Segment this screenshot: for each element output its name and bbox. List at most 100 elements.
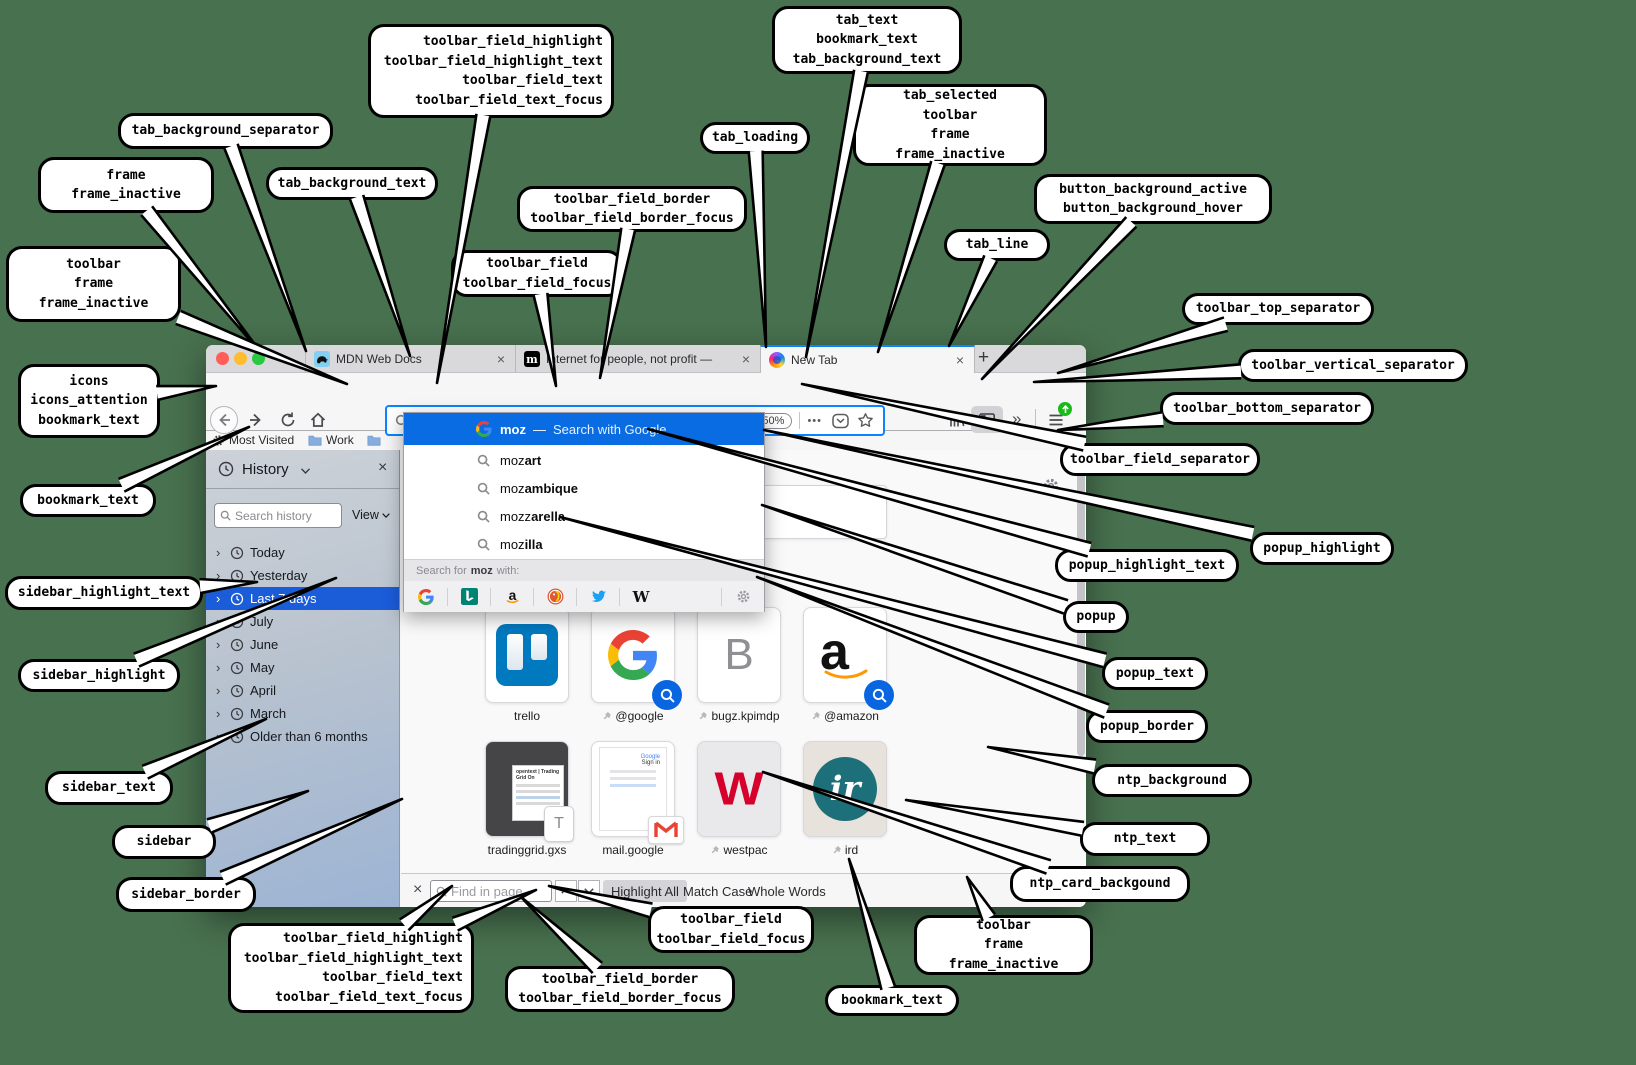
- expander-icon[interactable]: ›: [216, 614, 221, 629]
- top-site-tile[interactable]: ir: [803, 741, 887, 837]
- mozilla-m-icon: m: [524, 351, 540, 367]
- tab-close-icon[interactable]: ×: [496, 351, 505, 367]
- engine-bing-button[interactable]: [460, 588, 478, 606]
- engine-separator: [533, 587, 534, 606]
- callout-pointer: [747, 150, 768, 349]
- callout-sb-hl: sidebar_highlight: [18, 659, 180, 692]
- history-item[interactable]: ›June: [206, 633, 399, 656]
- search-icon: [660, 688, 675, 703]
- history-list: ›Today›Yesterday›Last 7 days›July›June›M…: [206, 541, 399, 748]
- search-settings-gear-icon[interactable]: [734, 588, 752, 606]
- footer-suffix: with:: [496, 564, 520, 577]
- engine-amazon-button[interactable]: a: [503, 588, 521, 606]
- callout-pointer: [947, 254, 999, 348]
- match-case-button[interactable]: Match Case: [683, 883, 753, 899]
- history-item-label: May: [250, 660, 275, 675]
- page-actions-icon[interactable]: •••: [807, 414, 822, 427]
- find-input[interactable]: Find in page: [430, 880, 552, 902]
- expander-icon[interactable]: ›: [216, 729, 221, 744]
- popup-selected-result[interactable]: moz — Search with Google: [404, 413, 764, 445]
- history-item[interactable]: › May: [206, 656, 399, 679]
- home-icon[interactable]: [309, 411, 327, 429]
- top-site-tile[interactable]: B: [697, 607, 781, 703]
- top-site-tile[interactable]: a: [803, 607, 894, 710]
- sidebar-view-button[interactable]: View: [352, 508, 390, 522]
- library-icon[interactable]: [948, 411, 966, 429]
- findbar-close-icon[interactable]: ×: [413, 881, 423, 898]
- history-clock-icon: [218, 461, 234, 477]
- expander-icon[interactable]: ›: [216, 660, 221, 675]
- forward-icon[interactable]: [247, 411, 265, 429]
- sidebar-toggle-icon[interactable]: [978, 411, 996, 429]
- callout-tab-selected: tab_selected toolbar frame frame_inactiv…: [853, 84, 1047, 166]
- callout-toolbar-br: toolbar frame frame_inactive: [914, 915, 1093, 975]
- expander-icon[interactable]: ›: [216, 637, 221, 652]
- callout-popup-highlight-text: popup_highlight_text: [1055, 549, 1239, 582]
- engine-twitter-button[interactable]: [589, 588, 607, 606]
- sidebar-close-icon[interactable]: ×: [378, 459, 388, 476]
- pin-icon: [700, 711, 708, 720]
- tab-mdn[interactable]: MDN Web Docs ×: [305, 345, 515, 373]
- history-item[interactable]: › Last 7 days: [206, 587, 399, 610]
- bookmark-folder-work[interactable]: Work: [308, 431, 354, 449]
- top-site-label: trello: [513, 709, 540, 723]
- bookmark-star-icon[interactable]: [857, 412, 874, 429]
- pocket-icon[interactable]: [832, 413, 849, 429]
- history-item[interactable]: ›Yesterday: [206, 564, 399, 587]
- tab-new-tab[interactable]: New Tab ×: [760, 345, 975, 373]
- expander-icon[interactable]: ›: [216, 706, 221, 721]
- sidebar-search-input[interactable]: Search history: [214, 503, 342, 528]
- tab-close-icon[interactable]: ×: [955, 352, 964, 368]
- traffic-light-close[interactable]: [216, 351, 229, 365]
- tab-close-icon[interactable]: ×: [741, 351, 750, 367]
- popup-suggestion[interactable]: mozambique: [404, 474, 764, 502]
- bookmark-folder[interactable]: [367, 431, 381, 449]
- back-icon[interactable]: [215, 411, 233, 429]
- pin-icon: [833, 845, 841, 854]
- traffic-light-zoom[interactable]: [252, 351, 265, 365]
- expander-icon[interactable]: ›: [216, 591, 221, 606]
- engine-duckduckgo-button[interactable]: [546, 588, 564, 606]
- trello-logo: [496, 624, 558, 686]
- callout-tab-bg-text: tab_background_text: [266, 167, 438, 200]
- find-next-button[interactable]: [578, 880, 600, 902]
- footer-query: moz: [470, 564, 493, 577]
- expander-icon[interactable]: ›: [216, 545, 221, 560]
- engine-wikipedia-button[interactable]: W: [632, 588, 650, 606]
- new-tab-button[interactable]: +: [978, 347, 990, 368]
- top-site-tile[interactable]: W: [697, 741, 781, 837]
- traffic-light-minimize[interactable]: [234, 351, 247, 365]
- callout-tfb-bottom: toolbar_field_border toolbar_field_borde…: [505, 966, 735, 1012]
- popup-suggestion[interactable]: mozzarella: [404, 502, 764, 530]
- popup-suggestion[interactable]: mozart: [404, 446, 764, 474]
- sidebar-header: History ×: [206, 450, 399, 489]
- history-item[interactable]: ›April: [206, 679, 399, 702]
- engine-google-button[interactable]: [417, 588, 435, 606]
- callout-pointer: [348, 194, 412, 358]
- search-badge-icon: [652, 680, 682, 710]
- callout-frame: frame frame_inactive: [38, 157, 214, 213]
- overflow-chevron-icon[interactable]: »: [1012, 409, 1022, 428]
- popup-suggestion[interactable]: mozilla: [404, 530, 764, 558]
- top-site-tile[interactable]: [485, 607, 569, 703]
- history-item[interactable]: ›July: [206, 610, 399, 633]
- expander-icon[interactable]: ›: [216, 683, 221, 698]
- history-item[interactable]: ›Older than 6 months: [206, 725, 399, 748]
- history-item[interactable]: ›March: [206, 702, 399, 725]
- expander-icon[interactable]: ›: [216, 568, 221, 583]
- top-site-tile[interactable]: [591, 607, 682, 710]
- find-previous-button[interactable]: [555, 880, 577, 902]
- bookmark-most-visited[interactable]: Most Visited: [212, 431, 294, 449]
- tab-mozilla[interactable]: m Internet for people, not profit — ×: [515, 345, 760, 373]
- whole-words-button[interactable]: Whole Words: [748, 883, 826, 899]
- ntp-settings-gear-icon[interactable]: [1042, 477, 1060, 495]
- history-item-label: Last 7 days: [250, 591, 317, 606]
- callout-btn-bg: button_background_active button_backgrou…: [1034, 174, 1272, 224]
- chevron-down-icon[interactable]: [301, 468, 310, 474]
- history-item[interactable]: ›Today: [206, 541, 399, 564]
- reload-icon[interactable]: [279, 411, 297, 429]
- amazon-icon: a: [506, 588, 518, 603]
